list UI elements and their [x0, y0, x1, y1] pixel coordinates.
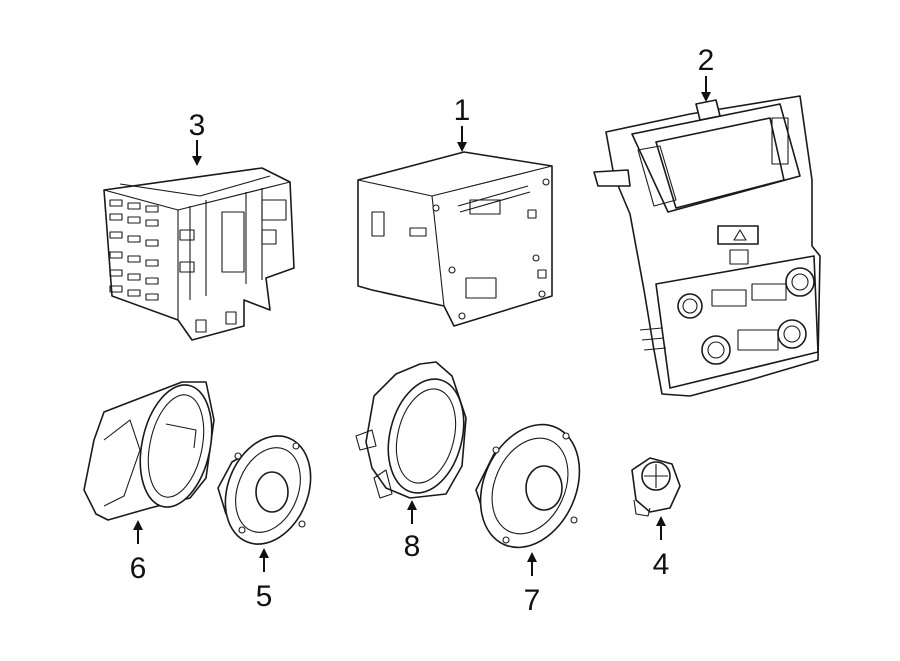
- callout-3: 3: [189, 109, 206, 142]
- callout-4: 4: [653, 548, 670, 581]
- part-6-speaker-housing: [83, 381, 215, 521]
- part-3-mounting-bracket: [103, 167, 295, 341]
- bracket-slots: [109, 199, 159, 301]
- callout-2: 2: [698, 44, 715, 77]
- callout-7: 7: [524, 584, 541, 617]
- callout-arrows: [133, 76, 711, 576]
- part-8-speaker-adapter: [355, 361, 467, 499]
- part-2-control-panel: [593, 95, 821, 397]
- callout-5: 5: [256, 580, 273, 613]
- callout-1: 1: [454, 94, 471, 127]
- callout-8: 8: [404, 530, 421, 563]
- part-1-radio-receiver: [357, 151, 553, 327]
- part-5-speaker: [217, 435, 312, 545]
- callout-6: 6: [130, 552, 147, 585]
- part-4-tweeter: [631, 457, 681, 517]
- part-7-speaker: [475, 423, 581, 549]
